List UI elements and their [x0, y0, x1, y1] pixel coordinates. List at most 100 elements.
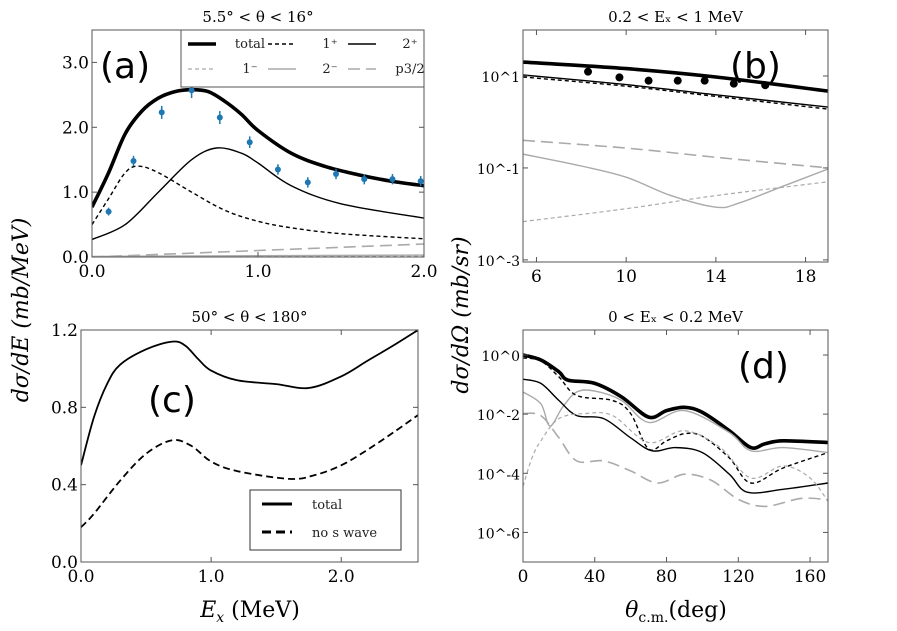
plot-area: [92, 87, 424, 257]
data-point: [188, 87, 195, 94]
data-point: [644, 76, 653, 85]
legend: total no s wave: [249, 489, 402, 551]
x-tick-label: 2.0: [410, 262, 437, 282]
series-line-b: [523, 60, 828, 93]
legend-box: [249, 489, 402, 551]
legend-label: no s wave: [312, 526, 377, 541]
x-tick-label: 14: [705, 267, 727, 287]
x-tick-label: 0.0: [67, 567, 94, 587]
y-tick-label: 10^1: [482, 70, 520, 86]
x-tick-label: 1.0: [244, 262, 271, 282]
plot-area: [523, 60, 828, 223]
legend-label: 1⁻: [242, 62, 257, 77]
plot-area: [81, 330, 418, 528]
panel-title: 0 < Eₓ < 0.2 MeV: [608, 308, 744, 326]
x-tick-label: 6: [531, 267, 542, 287]
x-tick-label: 160: [794, 567, 826, 587]
data-point: [274, 166, 281, 173]
x-tick-label: 80: [656, 567, 678, 587]
y-tick-label: 10^-6: [477, 526, 520, 542]
axes-frame: [522, 29, 829, 263]
data-point: [246, 139, 253, 146]
series-line-d: [523, 378, 828, 494]
data-point: [105, 208, 112, 215]
x-tick-label: 1.0: [198, 567, 225, 587]
data-point: [304, 179, 311, 186]
data-point: [729, 79, 738, 88]
x-tick-label: 0: [518, 567, 529, 587]
data-point: [130, 158, 137, 165]
series-line-a: [92, 87, 424, 208]
c-x-axis-label: Ex (MeV): [199, 598, 300, 626]
panel-label: (c): [148, 380, 196, 421]
legend-box: [180, 29, 425, 88]
y-tick-label: 0.0: [62, 248, 89, 268]
data-point: [216, 114, 223, 121]
panel-title: 5.5° < θ < 16°: [202, 8, 313, 26]
y-tick-label: 0.0: [51, 553, 78, 573]
panel-c: 0.0 1.0 2.0 0.0 0.4 0.8 1.2 50° < θ < 180° (c) to…: [51, 308, 419, 587]
panel-title: 0.2 < Eₓ < 1 MeV: [608, 8, 744, 26]
x-tick-label: 18: [795, 267, 817, 287]
x-tick-label: 120: [722, 567, 754, 587]
y-tick-label: 0.4: [51, 476, 78, 496]
series-line-d: [523, 389, 828, 454]
x-tick-label: 10: [615, 267, 637, 287]
series-line-d: [523, 357, 828, 484]
data-point: [615, 73, 624, 82]
data-point: [700, 76, 709, 85]
legend-label: p3/2: [395, 62, 424, 77]
data-point: [333, 170, 340, 177]
series-line-b: [523, 74, 828, 108]
data-point: [158, 109, 165, 116]
panel-title: 50° < θ < 180°: [192, 308, 308, 326]
axes-frame: [522, 329, 829, 563]
data-point: [389, 176, 396, 183]
plot-area: [523, 353, 828, 508]
series-line-b: [523, 76, 828, 110]
y-tick-label: 10^0: [482, 349, 520, 365]
y-tick-label: 2.0: [62, 118, 89, 138]
legend-label: 1⁺: [322, 37, 337, 52]
y-tick-label: 3.0: [62, 53, 89, 73]
series-line-d: [523, 411, 828, 502]
data-point: [361, 176, 368, 183]
left-y-axis-label: dσ/dE (mb/MeV): [9, 218, 34, 403]
series-line-c: [81, 414, 418, 528]
mid-y-axis-label: dσ/dΩ (mb/sr): [449, 236, 474, 393]
data-point: [584, 67, 593, 76]
legend-label: total: [235, 37, 265, 52]
legend-label: 2⁻: [322, 62, 337, 77]
legend: total 1⁺ 2⁺ 1⁻ 2⁻ p3/2: [180, 29, 425, 88]
series-line-c: [81, 330, 418, 466]
y-tick-label: 10^-4: [477, 467, 520, 483]
series-line-b: [523, 153, 828, 209]
series-line-a: [92, 243, 424, 257]
series-line-b: [523, 181, 828, 223]
panel-label: (d): [738, 346, 789, 387]
data-point: [761, 81, 770, 90]
series-line-a: [92, 147, 424, 241]
y-tick-label: 1.0: [62, 183, 89, 203]
y-tick-label: 1.2: [51, 321, 78, 341]
panel-b: 6 10 14 18 10^1 10^-1 10^-3 0.2 < Eₓ < 1 MeV (b): [477, 8, 829, 287]
y-tick-label: 0.8: [51, 398, 78, 418]
legend-label: 2⁺: [402, 37, 417, 52]
panel-label: (b): [730, 46, 781, 87]
panel-label: (a): [100, 46, 150, 87]
series-line-d: [523, 412, 828, 508]
series-line-b: [523, 139, 828, 169]
series-line-a: [92, 165, 424, 240]
y-tick-label: 10^-1: [477, 162, 520, 178]
x-tick-label: 2.0: [328, 567, 355, 587]
y-tick-label: 10^-2: [477, 408, 520, 424]
data-point: [417, 178, 424, 185]
legend-label: total: [312, 498, 342, 513]
data-point: [673, 76, 682, 85]
x-tick-label: 0.0: [78, 262, 105, 282]
series-line-d: [523, 353, 828, 450]
axes-frame: [80, 329, 419, 563]
y-tick-label: 10^-3: [477, 254, 520, 270]
